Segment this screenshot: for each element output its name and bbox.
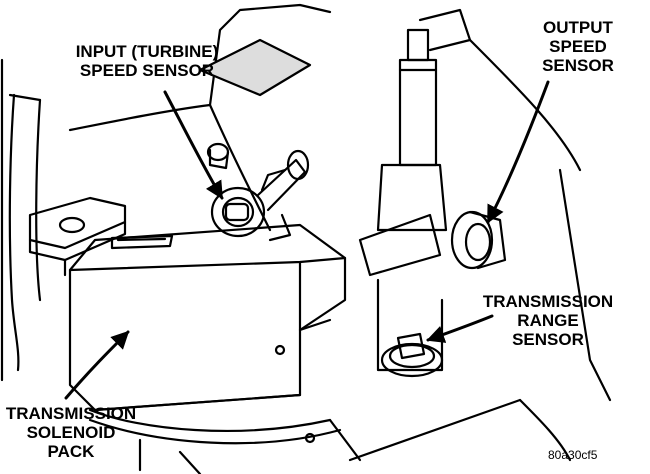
output-speed-sensor-label-line-1: OUTPUT xyxy=(543,18,613,37)
range-sensor-label-line-3: SENSOR xyxy=(512,330,584,349)
output-sensor-arrow xyxy=(486,80,550,224)
range-sensor-part xyxy=(380,332,444,378)
input-speed-sensor-part xyxy=(206,142,310,242)
input-speed-sensor-label-line-2: SPEED SENSOR xyxy=(79,61,215,80)
transmission-range-sensor-label: TRANSMISSION RANGE SENSOR xyxy=(452,292,644,349)
transmission-case-right xyxy=(348,38,612,462)
oil-pan xyxy=(88,408,362,474)
input-sensor-arrow xyxy=(163,90,224,200)
output-speed-sensor-part xyxy=(450,210,507,270)
leader-arrows xyxy=(64,80,550,400)
output-speed-sensor-label: OUTPUT SPEED SENSOR xyxy=(516,18,640,75)
transmission-case-top xyxy=(68,3,332,232)
solenoid-pack-label-line-3: PACK xyxy=(47,442,95,461)
range-sensor-arrow xyxy=(426,314,494,343)
manual-valve-shaft xyxy=(358,8,472,372)
output-speed-sensor-label-line-2: SPEED xyxy=(549,37,607,56)
input-speed-sensor-label: INPUT (TURBINE) SPEED SENSOR xyxy=(44,42,250,80)
solenoid-pack-label-line-1: TRANSMISSION xyxy=(5,404,137,423)
input-speed-sensor-label-line-1: INPUT (TURBINE) xyxy=(75,42,219,61)
range-sensor-label-line-1: TRANSMISSION xyxy=(482,292,614,311)
transmission-case-left xyxy=(0,58,42,382)
transmission-solenoid-pack-label: TRANSMISSION SOLENOID PACK xyxy=(0,404,142,461)
output-speed-sensor-label-line-3: SENSOR xyxy=(542,56,614,75)
solenoid-pack-arrow xyxy=(64,330,130,400)
figure-code: 80a30cf5 xyxy=(548,448,598,462)
range-sensor-label-line-2: RANGE xyxy=(517,311,579,330)
solenoid-pack xyxy=(68,223,347,412)
solenoid-pack-label-line-2: SOLENOID xyxy=(26,423,116,442)
mounting-bracket xyxy=(28,196,127,277)
